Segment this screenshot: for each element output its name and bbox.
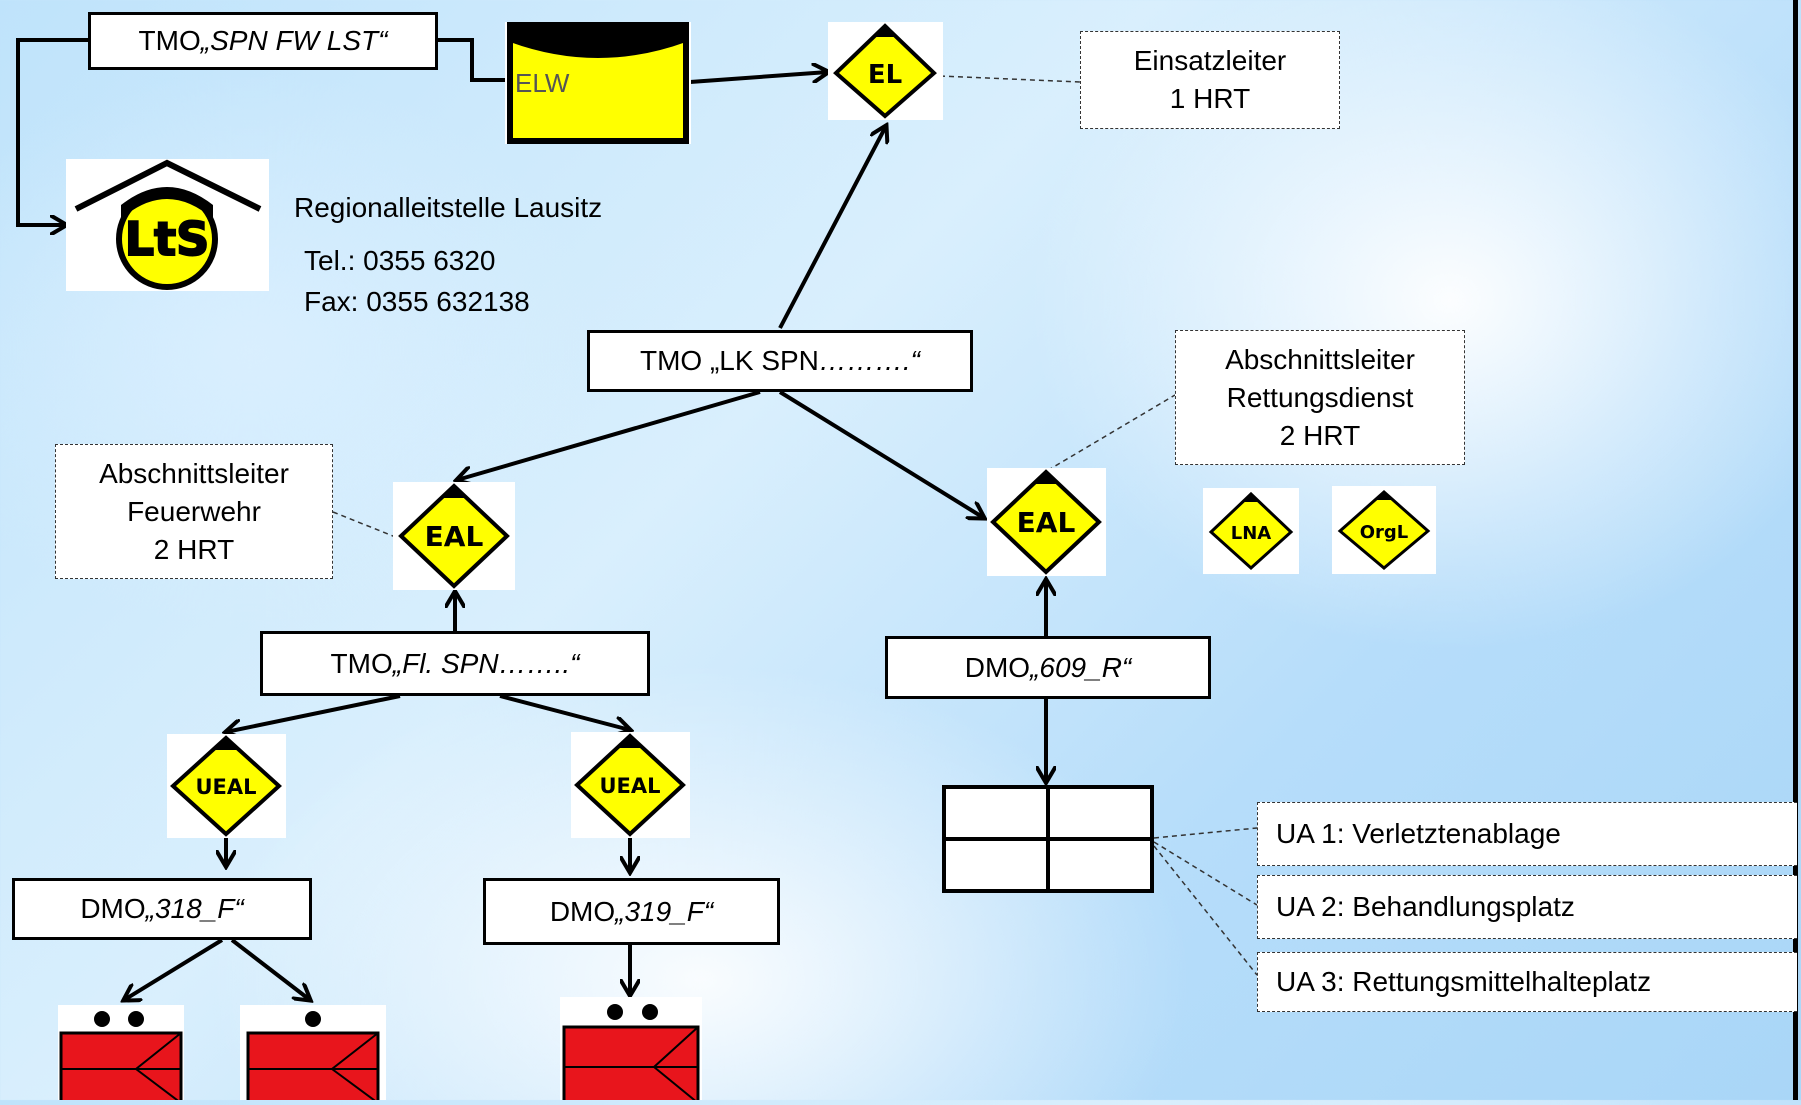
tmo-fl-spn-box: TMO „Fl. SPN……..“ [260, 631, 650, 696]
ueal-right-sign-icon: UEAL [571, 732, 690, 838]
tmo-name: „Fl. SPN……..“ [392, 647, 580, 679]
dmo-name: „318_F“ [145, 893, 244, 924]
note-line: Feuerwehr [127, 495, 261, 527]
leitstelle-logo-icon: LtS [66, 159, 269, 291]
eal-label: EAL [425, 520, 484, 553]
eal-feuerwehr-sign-icon: EAL [393, 482, 515, 590]
line-lk-to-el [778, 126, 886, 329]
fire-unit-318-b-icon [240, 1005, 386, 1105]
note-line: 1 HRT [1169, 83, 1251, 114]
ua-grid-icon [942, 785, 1154, 893]
tmo-spn-fw-lst-box: TMO „SPN FW LST“ [88, 12, 438, 70]
callout-ua2 [1153, 841, 1258, 906]
note-line: Rettungsdienst [1226, 381, 1414, 413]
dmo-prefix: DMO [964, 651, 1031, 683]
tmo-name: ……….“ [818, 345, 921, 376]
line-fwlst-to-elw [435, 38, 505, 82]
leitstelle-tel: Tel.: 0355 6320 [304, 245, 496, 276]
ueal-label: UEAL [195, 775, 256, 799]
orgl-label: OrgL [1360, 522, 1409, 543]
line-fl-to-ueal1 [226, 694, 401, 732]
lna-label: LNA [1231, 523, 1272, 544]
dmo-prefix: DMO [549, 895, 616, 927]
tmo-lk-spn-box: TMO „LK SPN ……….“ [587, 330, 973, 392]
line-318-to-unit1 [124, 938, 224, 1000]
callout-einsatzleiter [939, 75, 1081, 83]
note-line: 2 HRT [153, 533, 235, 565]
ueal-label: UEAL [599, 774, 660, 798]
callout-ua1 [1153, 827, 1258, 839]
callout-al-fw [332, 511, 399, 539]
ua1-label: UA 1: Verletztenablage [1257, 802, 1797, 866]
line-fl-to-ueal2 [499, 694, 630, 730]
el-label: EL [868, 60, 902, 90]
fire-unit-319-icon [560, 997, 702, 1105]
eal-rettungsdienst-sign-icon: EAL [987, 468, 1106, 576]
leitstelle-name: Regionalleitstelle Lausitz [294, 192, 603, 223]
el-sign-icon: EL [828, 22, 943, 120]
right-border [1793, 0, 1798, 1100]
tmo-name: „SPN FW LST“ [200, 25, 388, 56]
line-elw-to-el [689, 72, 828, 84]
callout-ua3 [1153, 845, 1258, 976]
note-al-rettungsdienst: Abschnittsleiter Rettungsdienst 2 HRT [1175, 330, 1465, 465]
dmo-prefix: DMO [80, 893, 146, 924]
dmo-319-box: DMO „319_F“ [483, 878, 780, 945]
callout-al-rd [1039, 394, 1176, 476]
eal-label: EAL [1017, 506, 1076, 539]
note-line: Einsatzleiter [1133, 45, 1287, 76]
dmo-name: „319_F“ [615, 895, 714, 927]
ua3-label: UA 3: Rettungsmittelhalteplatz [1257, 952, 1797, 1012]
note-line: Abschnittsleiter [1225, 343, 1415, 375]
note-line: 2 HRT [1279, 419, 1361, 451]
line-lk-to-eal-rd [778, 390, 984, 518]
note-line: Abschnittsleiter [99, 457, 289, 489]
lna-sign-icon: LNA [1203, 488, 1299, 574]
ua2-label: UA 2: Behandlungsplatz [1257, 875, 1797, 939]
dmo-318-box: DMO „318_F“ [12, 878, 312, 940]
tmo-prefix: TMO „LK SPN [639, 345, 819, 376]
elw-vehicle-icon: ELW [505, 22, 691, 144]
note-einsatzleiter: Einsatzleiter 1 HRT [1080, 31, 1340, 129]
leitstelle-fax: Fax: 0355 632138 [304, 286, 530, 317]
note-al-feuerwehr: Abschnittsleiter Feuerwehr 2 HRT [55, 444, 333, 579]
fire-unit-318-a-icon [58, 1005, 184, 1105]
ueal-left-sign-icon: UEAL [167, 734, 286, 838]
dmo-609-box: DMO „609_R“ [885, 636, 1211, 699]
orgl-sign-icon: OrgL [1332, 486, 1436, 574]
grid-hline [946, 837, 1150, 841]
line-lk-to-eal-fw [457, 390, 761, 480]
lts-logo-text: LtS [125, 212, 209, 266]
line-318-to-unit2 [230, 938, 310, 1000]
dmo-name: „609_R“ [1030, 651, 1132, 683]
tmo-prefix: TMO [330, 647, 393, 679]
tmo-prefix: TMO [138, 25, 201, 56]
elw-label: ELW [515, 68, 570, 98]
